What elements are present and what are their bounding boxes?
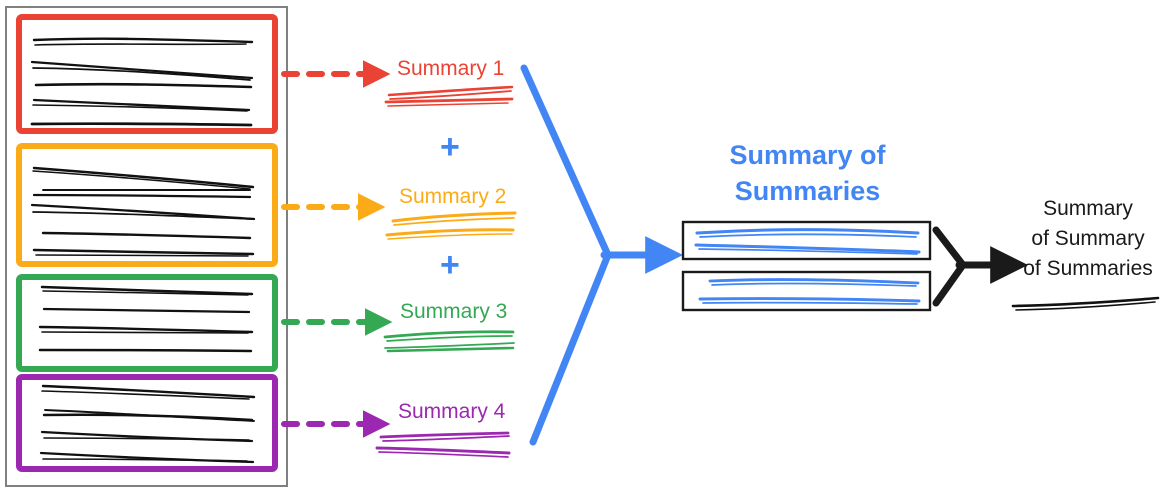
final-title-line-2: of Summary: [1031, 226, 1145, 250]
chunk-2-text-lines: [30, 166, 256, 257]
corpus-chunk-1: [16, 14, 278, 134]
summary-of-summaries-title: Summary of Summaries: [700, 137, 915, 210]
summary-1-label: Summary 1: [397, 57, 505, 80]
plus-operator-1: +: [440, 128, 460, 166]
corpus-chunk-2: [16, 143, 278, 267]
black-merge-arrow: [932, 226, 1028, 307]
chunk-4-text-lines: [39, 384, 256, 464]
corpus-chunk-3: [16, 274, 278, 372]
sos-box-1: [681, 220, 932, 261]
summary-4-scribble: [375, 431, 511, 458]
chunk-3-text-lines: [38, 285, 254, 353]
sos-title-line-2: Summaries: [734, 176, 881, 207]
summary-2-label: Summary 2: [399, 185, 507, 208]
plus-operator-2: +: [440, 246, 460, 284]
blue-merge-arrow: [520, 64, 683, 446]
final-title-line-3: of Summaries: [1023, 256, 1153, 280]
final-summary-scribble: [1011, 296, 1160, 311]
summary-1-scribble: [384, 85, 514, 107]
summary-4-label: Summary 4: [398, 400, 506, 423]
final-summary-title: Summary of Summary of Summaries: [1008, 194, 1168, 283]
summary-3-label: Summary 3: [400, 300, 508, 323]
sos-box-2: [681, 270, 932, 312]
document-corpus-frame: [5, 6, 288, 487]
summary-2-scribble: [385, 211, 517, 240]
sos-title-line-1: Summary of: [729, 140, 886, 170]
final-title-line-1: Summary: [1043, 197, 1133, 220]
corpus-chunk-4: [16, 374, 278, 472]
chunk-1-text-lines: [30, 37, 254, 127]
sos-box-2-scribble: [698, 278, 921, 305]
summary-3-scribble: [383, 330, 515, 353]
sos-box-1-scribble: [694, 228, 921, 255]
